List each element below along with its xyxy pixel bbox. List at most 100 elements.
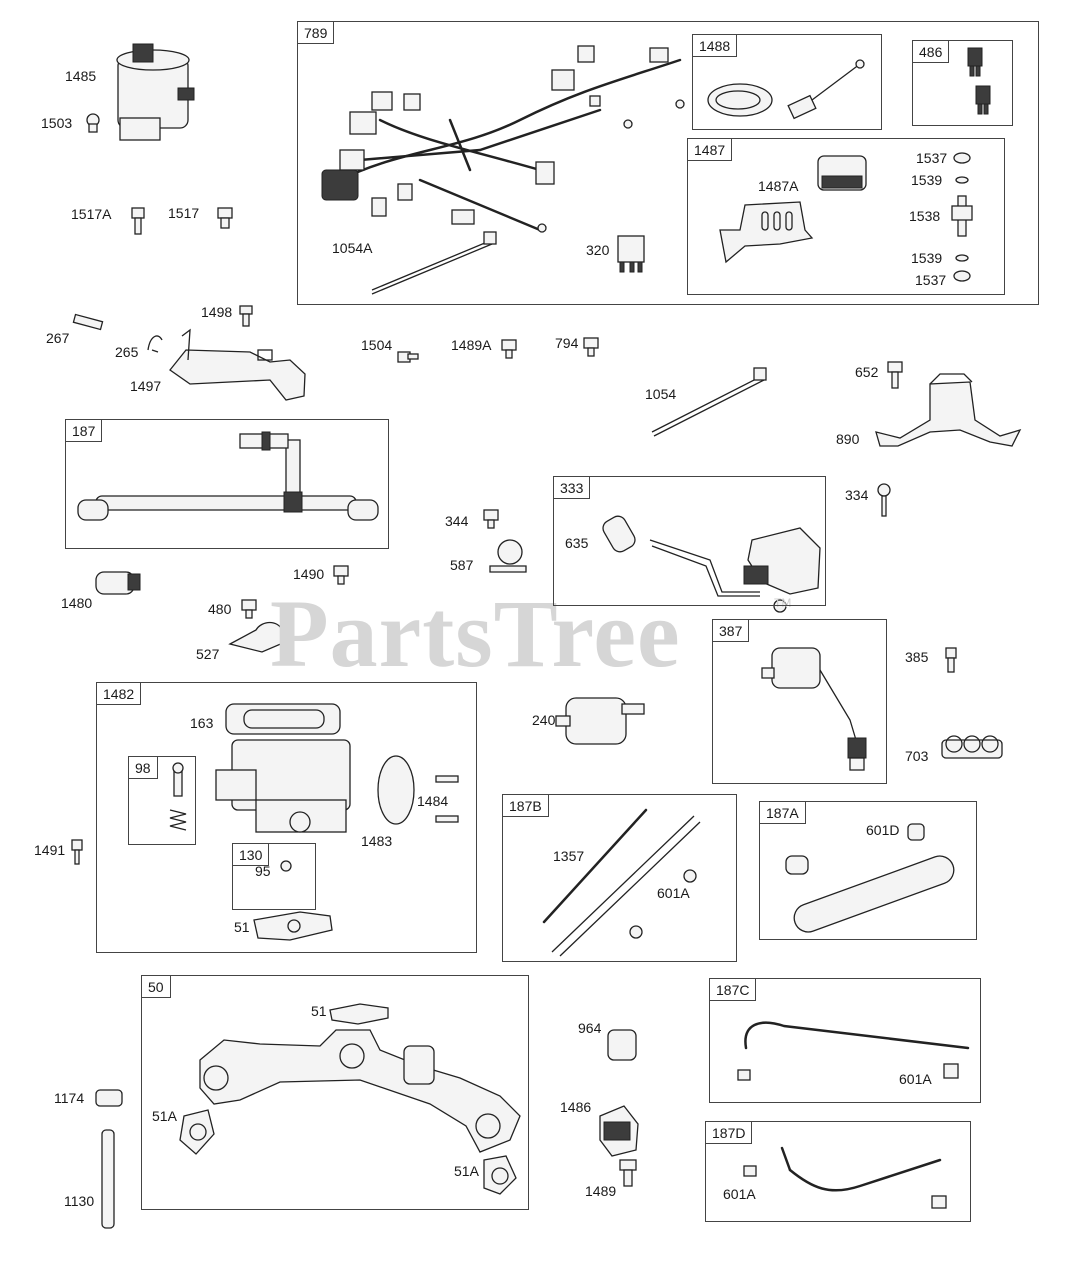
part-163-drawing bbox=[225, 703, 341, 735]
part-51b-drawing bbox=[329, 1003, 389, 1025]
part-1497-drawing bbox=[169, 328, 306, 401]
part-label-1517A[interactable]: 1517A bbox=[71, 206, 112, 222]
part-1504-drawing bbox=[397, 351, 419, 363]
part-label-1538[interactable]: 1538 bbox=[909, 208, 941, 224]
part-652-drawing bbox=[887, 361, 903, 389]
part-label-1504[interactable]: 1504 bbox=[361, 337, 393, 353]
part-label-51-gasket[interactable]: 51 bbox=[234, 919, 250, 935]
part-label-1539-top[interactable]: 1539 bbox=[911, 172, 943, 188]
group-tag-187: 187 bbox=[66, 420, 103, 442]
part-label-1539-bottom[interactable]: 1539 bbox=[911, 250, 943, 266]
part-1486-drawing bbox=[599, 1105, 639, 1157]
part-label-1054A[interactable]: 1054A bbox=[332, 240, 373, 256]
group-box-187: 187 bbox=[65, 419, 389, 549]
part-1537-1539-1538-drawing bbox=[951, 152, 973, 282]
part-1517A-drawing bbox=[131, 207, 145, 235]
part-label-480[interactable]: 480 bbox=[208, 601, 232, 617]
group-tag-1482: 1482 bbox=[97, 683, 142, 705]
group-box-187A: 187A bbox=[759, 801, 977, 940]
part-label-1484[interactable]: 1484 bbox=[417, 793, 449, 809]
part-label-601A-187C[interactable]: 601A bbox=[899, 1071, 932, 1087]
group-tag-486: 486 bbox=[913, 41, 950, 63]
part-1517-drawing bbox=[217, 207, 233, 229]
part-240-drawing bbox=[555, 697, 645, 745]
part-635-drawing bbox=[602, 515, 636, 553]
part-label-1480[interactable]: 1480 bbox=[61, 595, 93, 611]
part-1054-drawing bbox=[651, 367, 767, 437]
part-label-1503[interactable]: 1503 bbox=[41, 115, 73, 131]
part-1498-drawing bbox=[239, 305, 253, 327]
part-601A-b-drawing bbox=[629, 869, 697, 939]
part-label-334[interactable]: 334 bbox=[845, 487, 869, 503]
group-box-187D: 187D bbox=[705, 1121, 971, 1222]
part-label-527[interactable]: 527 bbox=[196, 646, 220, 662]
part-480-drawing bbox=[241, 599, 257, 619]
part-1491-drawing bbox=[71, 839, 83, 865]
part-label-385[interactable]: 385 bbox=[905, 649, 929, 665]
part-label-1490[interactable]: 1490 bbox=[293, 566, 325, 582]
part-label-1489A[interactable]: 1489A bbox=[451, 337, 492, 353]
part-1482-drawing bbox=[215, 739, 351, 833]
part-label-344[interactable]: 344 bbox=[445, 513, 469, 529]
part-51A-a-drawing bbox=[179, 1109, 215, 1155]
part-label-163[interactable]: 163 bbox=[190, 715, 214, 731]
part-label-267[interactable]: 267 bbox=[46, 330, 70, 346]
part-label-1537-top[interactable]: 1537 bbox=[916, 150, 948, 166]
part-333-drawing bbox=[649, 527, 821, 613]
part-label-240[interactable]: 240 bbox=[532, 712, 556, 728]
part-265-drawing bbox=[147, 335, 163, 353]
part-label-703[interactable]: 703 bbox=[905, 748, 929, 764]
part-1483-drawing bbox=[377, 755, 415, 825]
group-box-486: 486 bbox=[912, 40, 1013, 126]
part-label-964[interactable]: 964 bbox=[578, 1020, 602, 1036]
part-label-587[interactable]: 587 bbox=[450, 557, 474, 573]
part-187C-drawing bbox=[737, 1021, 970, 1081]
part-label-1483[interactable]: 1483 bbox=[361, 833, 393, 849]
part-51-drawing bbox=[253, 911, 333, 941]
part-label-1487A[interactable]: 1487A bbox=[758, 178, 799, 194]
part-794-drawing bbox=[583, 337, 599, 357]
part-527-drawing bbox=[228, 621, 292, 653]
part-1488-drawing bbox=[707, 59, 865, 120]
part-label-635[interactable]: 635 bbox=[565, 535, 589, 551]
part-label-320[interactable]: 320 bbox=[586, 242, 610, 258]
group-tag-130: 130 bbox=[233, 844, 270, 866]
group-box-187B: 187B bbox=[502, 794, 737, 962]
part-label-601D[interactable]: 601D bbox=[866, 822, 900, 838]
part-label-51A-left[interactable]: 51A bbox=[152, 1108, 177, 1124]
part-label-1174[interactable]: 1174 bbox=[54, 1090, 85, 1106]
part-label-1130[interactable]: 1130 bbox=[64, 1193, 95, 1209]
part-label-1485[interactable]: 1485 bbox=[65, 68, 97, 84]
part-label-1489[interactable]: 1489 bbox=[585, 1183, 617, 1199]
group-tag-1487: 1487 bbox=[688, 139, 733, 161]
part-label-1486[interactable]: 1486 bbox=[560, 1099, 592, 1115]
group-tag-98: 98 bbox=[129, 757, 158, 779]
part-1489A-drawing bbox=[501, 339, 517, 359]
part-label-1517[interactable]: 1517 bbox=[168, 205, 200, 221]
group-box-1488: 1488 bbox=[692, 34, 882, 130]
part-label-51A-right[interactable]: 51A bbox=[454, 1163, 479, 1179]
group-tag-187B: 187B bbox=[503, 795, 549, 817]
part-1484-drawing bbox=[435, 775, 459, 823]
part-label-1498[interactable]: 1498 bbox=[201, 304, 233, 320]
part-label-601A-187D[interactable]: 601A bbox=[723, 1186, 756, 1202]
part-51A-b-drawing bbox=[483, 1155, 517, 1195]
group-tag-387: 387 bbox=[713, 620, 750, 642]
part-label-652[interactable]: 652 bbox=[855, 364, 879, 380]
part-label-1357[interactable]: 1357 bbox=[553, 848, 585, 864]
part-label-1054[interactable]: 1054 bbox=[645, 386, 677, 402]
part-label-794[interactable]: 794 bbox=[555, 335, 579, 351]
part-label-1497[interactable]: 1497 bbox=[130, 378, 162, 394]
part-187A-drawing bbox=[785, 823, 955, 933]
part-label-890[interactable]: 890 bbox=[836, 431, 860, 447]
part-label-601A-187B[interactable]: 601A bbox=[657, 885, 690, 901]
part-95-drawing bbox=[280, 860, 292, 872]
part-label-1491[interactable]: 1491 bbox=[34, 842, 66, 858]
part-label-265[interactable]: 265 bbox=[115, 344, 139, 360]
part-label-51-manifold[interactable]: 51 bbox=[311, 1003, 327, 1019]
part-label-95[interactable]: 95 bbox=[255, 863, 271, 879]
part-label-1537-bottom[interactable]: 1537 bbox=[915, 272, 947, 288]
part-1503-drawing bbox=[86, 113, 100, 133]
group-tag-333: 333 bbox=[554, 477, 591, 499]
